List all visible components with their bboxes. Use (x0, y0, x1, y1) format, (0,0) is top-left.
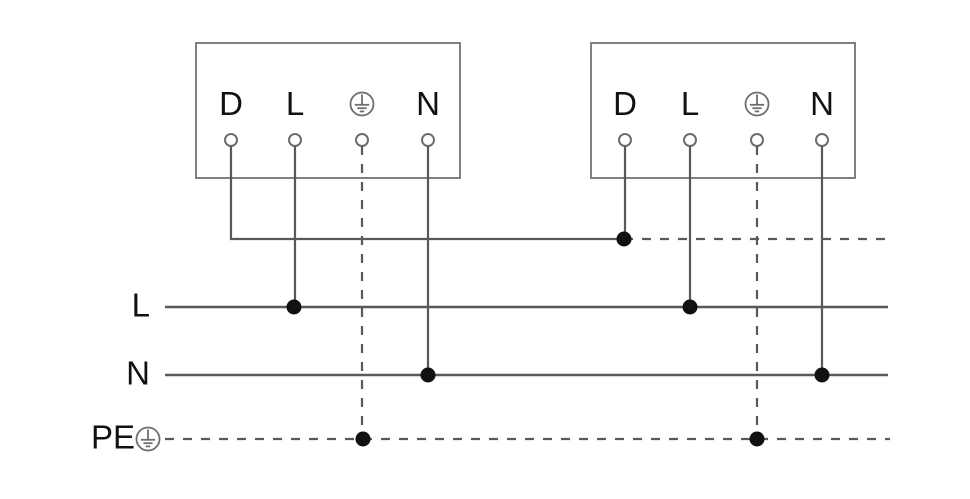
left-device-body[interactable] (195, 42, 461, 179)
left-terminal-pin-pe[interactable] (355, 133, 369, 147)
junction-dot-right-n (814, 367, 830, 383)
right-terminal-pin-d[interactable] (618, 133, 632, 147)
junction-dot-right-pe (749, 431, 765, 447)
left-terminal-pin-n[interactable] (421, 133, 435, 147)
bus-label-n: N (126, 355, 150, 392)
junction-dot-left-n (420, 367, 436, 383)
bus-label-pe: PE (91, 419, 135, 456)
wire-left-d-to-link (229, 146, 624, 241)
right-terminal-pin-n[interactable] (815, 133, 829, 147)
right-terminal-label-d: D (613, 85, 637, 122)
left-terminal-earth-icon (349, 91, 375, 117)
junction-dot-d-link (616, 231, 632, 247)
bus-label-l: L (132, 287, 150, 324)
left-terminal-label-d: D (219, 85, 243, 122)
bus-pe-earth-icon (135, 426, 161, 452)
left-terminal-pin-d[interactable] (224, 133, 238, 147)
left-device[interactable]: D L N (195, 42, 461, 179)
right-terminal-pin-pe[interactable] (750, 133, 764, 147)
left-terminal-pin-l[interactable] (288, 133, 302, 147)
left-terminal-label-n: N (416, 85, 440, 122)
right-terminal-pin-l[interactable] (683, 133, 697, 147)
right-terminal-earth-icon (744, 91, 770, 117)
junction-dot-left-pe (355, 431, 371, 447)
right-terminal-label-l: L (681, 85, 699, 122)
left-terminal-label-l: L (286, 85, 304, 122)
junction-dot-right-l (682, 299, 698, 315)
right-device[interactable]: D L N (590, 42, 856, 179)
junction-dot-left-l (286, 299, 302, 315)
right-device-body[interactable] (590, 42, 856, 179)
right-terminal-label-n: N (810, 85, 834, 122)
